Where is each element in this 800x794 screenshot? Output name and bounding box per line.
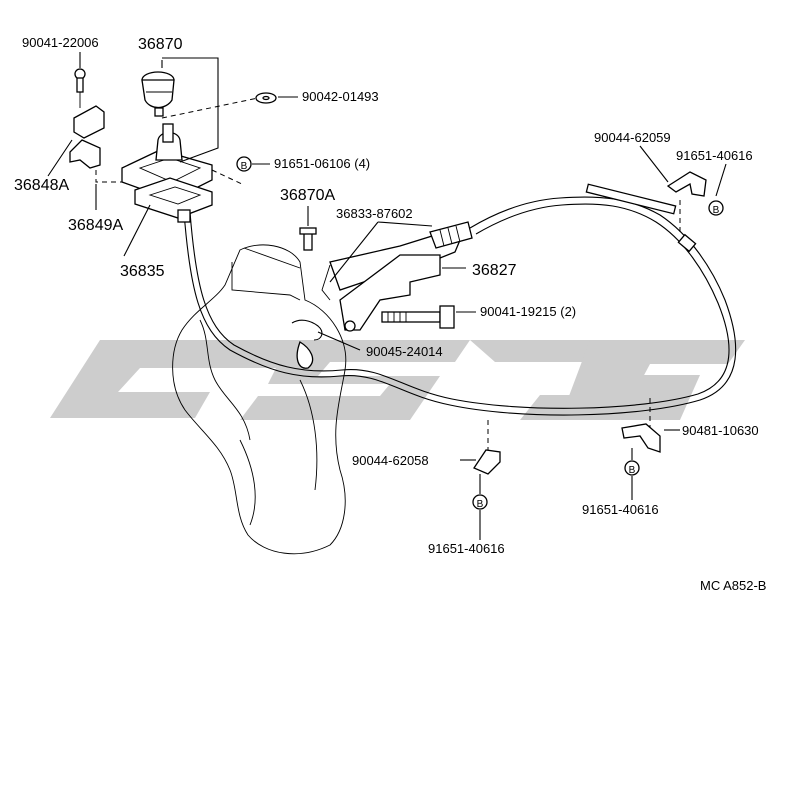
clamp-90044-62059 (666, 171, 707, 197)
label-91651-06106: 91651-06106 (4) (274, 156, 370, 171)
bolt-marker-4: B (472, 494, 488, 510)
shift-cable (183, 183, 737, 416)
watermark-logo (50, 340, 745, 420)
label-90041-19215: 90041-19215 (2) (480, 304, 576, 319)
bolt-marker-1: B (236, 156, 252, 172)
pin-36870A (299, 227, 317, 251)
label-91651-40616-top: 91651-40616 (676, 148, 753, 163)
label-36870: 36870 (138, 36, 183, 53)
label-36848A: 36848A (14, 177, 69, 194)
label-36849A: 36849A (68, 217, 123, 234)
leader-lines (47, 52, 727, 540)
part-labels: 90041-22006 36870 90042-01493 36848A 368… (14, 35, 766, 593)
diagram-code: MC A852-B (700, 578, 766, 593)
label-36827: 36827 (472, 262, 517, 279)
label-36870A: 36870A (280, 187, 335, 204)
label-91651-40616-bottom: 91651-40616 (428, 541, 505, 556)
svg-text:B: B (629, 465, 636, 476)
cable-end-assembly (321, 221, 473, 332)
shift-lever-housing (121, 123, 213, 223)
svg-text:B: B (713, 205, 720, 216)
shift-knob-36870 (141, 71, 175, 117)
bolt-90041-19215 (381, 305, 455, 329)
clamp-90481-10630 (621, 423, 661, 453)
label-90481-10630: 90481-10630 (682, 423, 759, 438)
label-90042-01493: 90042-01493 (302, 89, 379, 104)
clamp-90044-62058 (473, 449, 501, 475)
transmission-housing (172, 244, 347, 555)
bracket-36848A (69, 68, 105, 169)
label-36833-87602: 36833-87602 (336, 206, 413, 221)
washer-90042-01493 (255, 92, 277, 104)
label-90045-24014: 90045-24014 (366, 344, 443, 359)
clip-90045-24014 (291, 319, 323, 369)
bolt-marker-3: B (624, 460, 640, 476)
bolt-marker-2: B (708, 200, 724, 216)
label-90044-62059: 90044-62059 (594, 130, 671, 145)
svg-text:B: B (241, 161, 248, 172)
svg-text:B: B (477, 499, 484, 510)
label-36835: 36835 (120, 263, 165, 280)
label-90041-22006: 90041-22006 (22, 35, 99, 50)
label-91651-40616-right: 91651-40616 (582, 502, 659, 517)
label-90044-62058: 90044-62058 (352, 453, 429, 468)
